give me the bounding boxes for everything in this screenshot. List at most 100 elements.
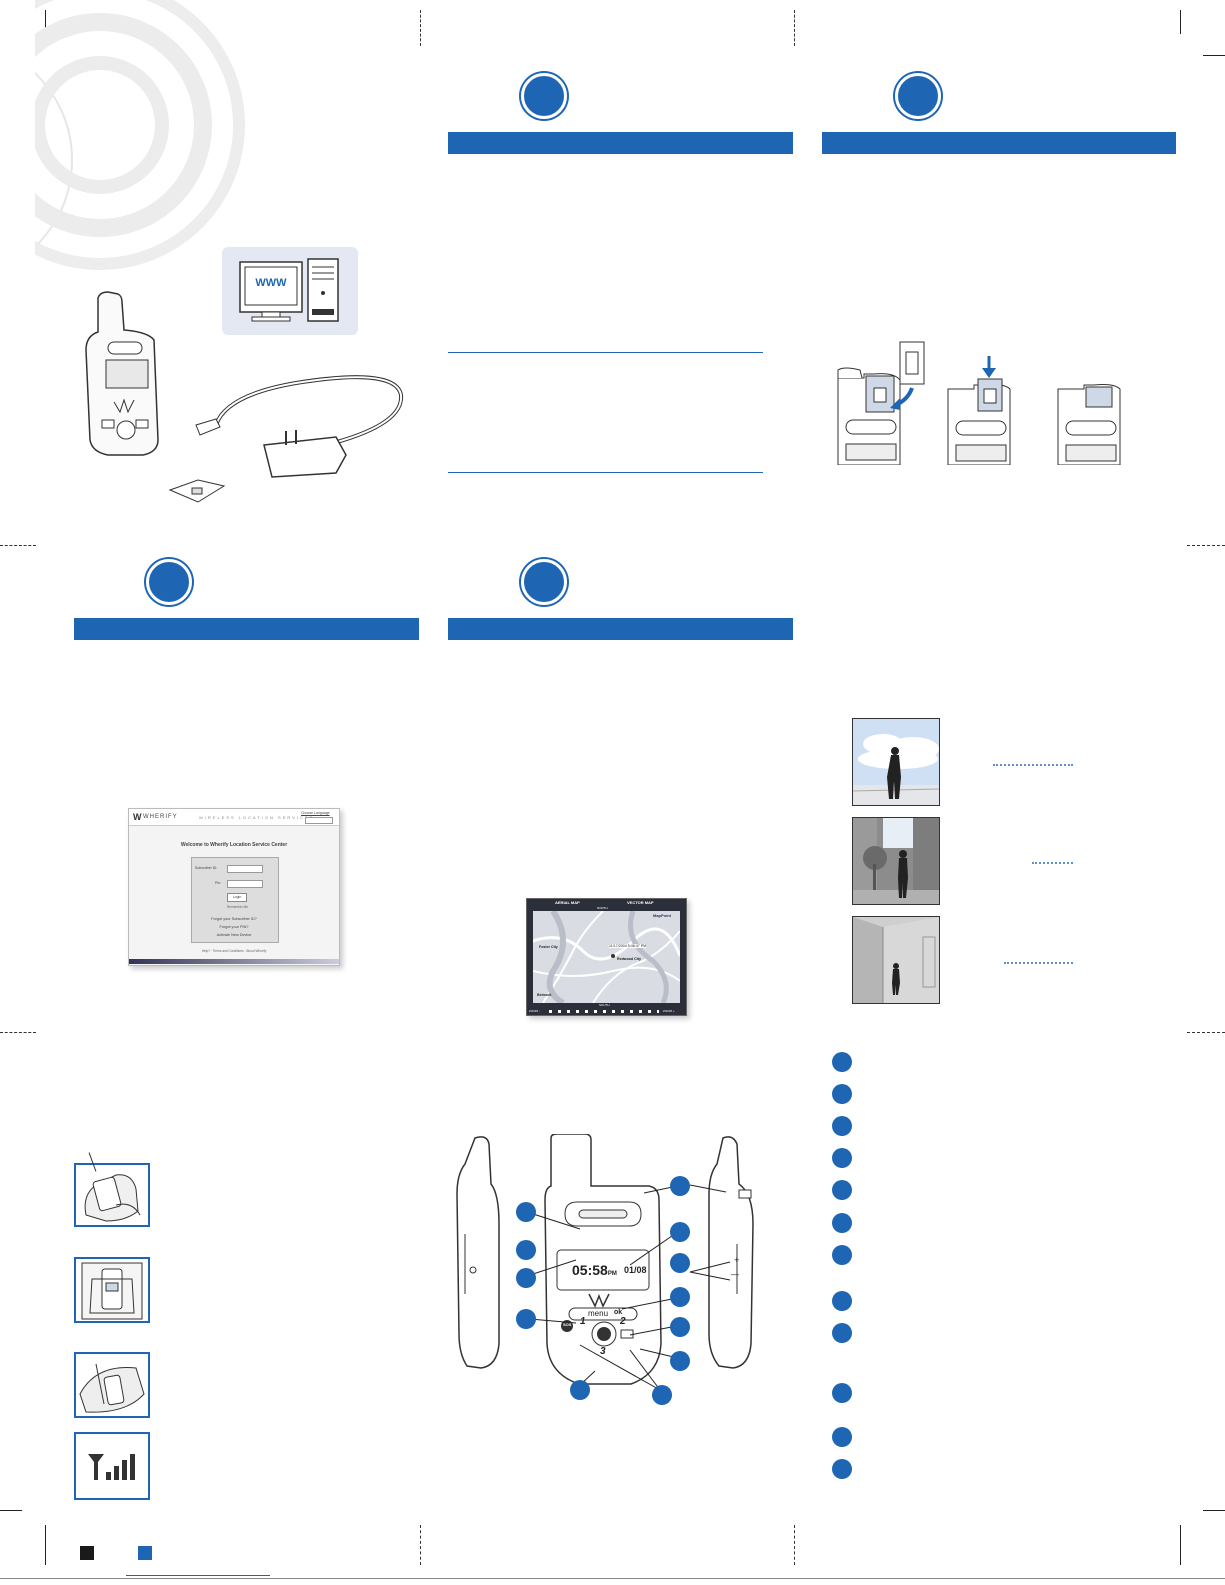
signal-dotted-line: [1032, 862, 1073, 864]
aerial-map-tab[interactable]: AERIAL MAP: [555, 900, 580, 905]
step-circle: [521, 559, 567, 605]
list-number-marker: [832, 1052, 852, 1072]
ok-button[interactable]: ok: [614, 1309, 623, 1316]
section-header-bar: [448, 618, 793, 640]
list-number-marker: [832, 1427, 852, 1447]
signal-strength-illustration: [74, 1432, 150, 1500]
remember-me-checkbox[interactable]: Remember Me: [227, 905, 249, 909]
car-illustration: [74, 1352, 150, 1418]
device-ampm: PM: [607, 1271, 617, 1277]
indoor-scene-illustration: [852, 916, 940, 1004]
activate-link[interactable]: Activate New Device: [216, 933, 252, 937]
section-header-bar: [74, 618, 419, 640]
callout-marker: [670, 1253, 690, 1273]
language-select[interactable]: [305, 817, 333, 824]
pin-input[interactable]: [227, 880, 263, 888]
language-link[interactable]: Choose Language: [301, 811, 330, 815]
callout-marker: [670, 1176, 690, 1196]
pocket-illustration: [74, 1257, 150, 1323]
login-button[interactable]: Login: [227, 893, 247, 902]
vector-map-tab[interactable]: VECTOR MAP: [627, 900, 654, 905]
north-label[interactable]: NORTH: [597, 906, 608, 910]
map-city-label: Redwood City: [617, 957, 641, 961]
black-swatch: [80, 1546, 94, 1560]
charger-illustration: [186, 355, 411, 490]
sim-insert-illustration-1: [834, 340, 934, 465]
footer-rule: [0, 1578, 1225, 1579]
map-screenshot: AERIAL MAP VECTOR MAP NORTH MapPoint Fos…: [526, 898, 687, 1016]
map-city-label: Foster City: [539, 945, 558, 949]
outdoor-scene-illustration: [852, 718, 940, 806]
fold-mark: [0, 545, 36, 546]
key-1[interactable]: 1: [580, 1316, 586, 1327]
signal-dotted-line: [1004, 962, 1073, 964]
login-screenshot: W WHERIFY WIRELESS LOCATION SERVICES Cho…: [128, 808, 340, 966]
fold-mark: [794, 10, 795, 46]
south-label[interactable]: SOUTH: [599, 1003, 610, 1007]
forgot-id-link[interactable]: Forgot your Subscriber ID?: [211, 917, 257, 921]
list-number-marker: [832, 1323, 852, 1343]
crop-mark: [1180, 1525, 1181, 1565]
callout-marker: [670, 1222, 690, 1242]
decorative-circles: [0, 0, 300, 300]
screen-text: WWW: [255, 277, 287, 289]
crop-mark: [0, 1510, 22, 1511]
list-number-marker: [832, 1245, 852, 1265]
fold-mark: [1187, 1032, 1225, 1033]
fold-mark: [420, 10, 421, 46]
callout-marker: [570, 1380, 590, 1400]
forgot-pin-link[interactable]: Forgot your PIN?: [219, 925, 249, 929]
divider-rule: [448, 472, 763, 473]
sim-card-illustration: [168, 476, 228, 506]
login-footer-links[interactable]: Help? · Terms and Conditions · About Whe…: [201, 949, 267, 953]
divider-rule: [448, 352, 763, 353]
crop-mark: [45, 10, 46, 34]
list-number-marker: [832, 1459, 852, 1479]
zoom-in-button[interactable]: ZOOM +: [663, 1009, 675, 1013]
map-timestamp: 11/17/2004 5:48:47 PM: [609, 944, 647, 948]
step-circle: [521, 73, 567, 119]
wherify-logo-mark: W: [133, 812, 142, 822]
device-illustration: [78, 290, 168, 460]
callout-marker: [652, 1385, 672, 1405]
key-2[interactable]: 2: [620, 1316, 626, 1327]
zoom-out-button[interactable]: ZOOM -: [529, 1009, 540, 1013]
callout-marker: [516, 1240, 536, 1260]
key-3[interactable]: 3: [600, 1346, 606, 1357]
sim-insert-illustration-3: [1054, 375, 1134, 465]
callout-marker: [670, 1351, 690, 1371]
device-left-side-illustration: [455, 1134, 505, 1374]
crop-mark: [1180, 10, 1181, 34]
callout-marker: [670, 1317, 690, 1337]
zoom-slider[interactable]: [549, 1010, 659, 1013]
subscriber-input[interactable]: [227, 865, 263, 873]
callout-marker: [670, 1287, 690, 1307]
crop-mark: [1203, 1510, 1225, 1511]
brand-tagline: WIRELESS LOCATION SERVICES: [199, 815, 315, 820]
menu-button[interactable]: menu: [588, 1309, 609, 1318]
fold-mark: [420, 1525, 421, 1565]
computer-illustration: WWW: [222, 247, 358, 335]
list-number-marker: [832, 1084, 852, 1104]
callout-lines-right: [680, 1180, 740, 1290]
fold-mark: [794, 1525, 795, 1565]
volume-down-label: —: [731, 1270, 739, 1279]
footer-rule: [126, 1575, 270, 1576]
list-number-marker: [832, 1291, 852, 1311]
callout-marker: [516, 1268, 536, 1288]
subscriber-label: Subscriber ID:: [195, 866, 218, 870]
device-right-side-illustration: [705, 1134, 757, 1374]
device-front-illustration: [541, 1134, 666, 1394]
map-logo: MapPoint: [653, 913, 671, 918]
list-number-marker: [832, 1383, 852, 1403]
urban-scene-illustration: [852, 817, 940, 905]
crop-mark: [45, 1525, 46, 1565]
list-number-marker: [832, 1116, 852, 1136]
crop-mark: [1203, 55, 1225, 56]
pin-label: Pin:: [215, 881, 222, 885]
fold-mark: [0, 1032, 36, 1033]
step-circle: [146, 559, 192, 605]
welcome-heading: Welcome to Wherify Location Service Cent…: [180, 842, 288, 848]
sos-button[interactable]: SOS: [563, 1322, 572, 1327]
device-time-value: 05:58: [572, 1262, 608, 1278]
